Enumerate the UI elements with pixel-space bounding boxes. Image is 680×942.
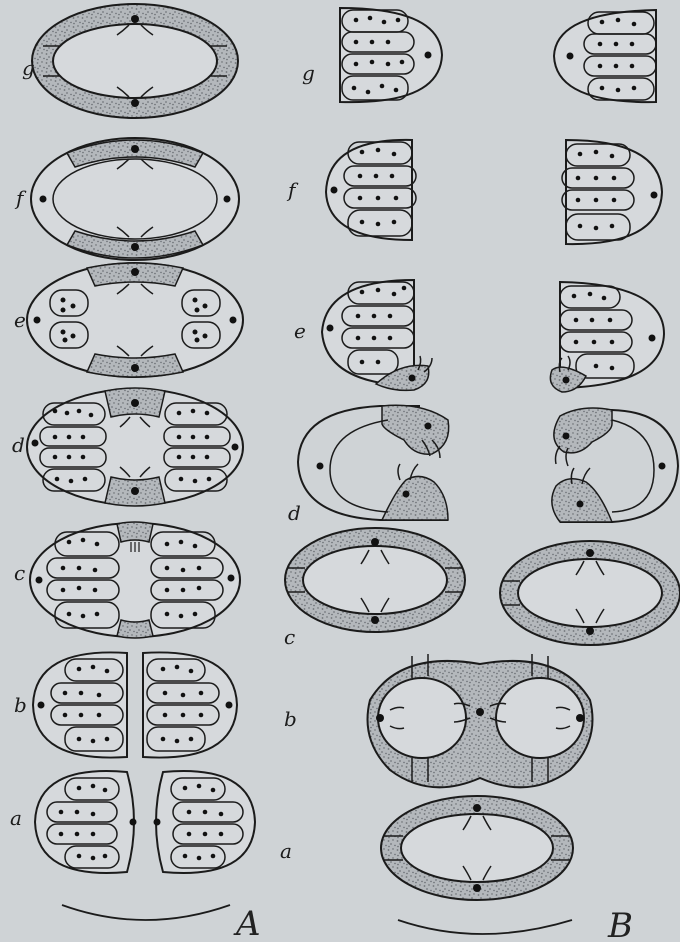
column-b-caption: B bbox=[607, 906, 633, 942]
stage-b-e-cell bbox=[322, 280, 664, 392]
stage-label-a-e: e bbox=[14, 308, 26, 332]
stage-label-b-f: f bbox=[286, 178, 299, 202]
stage-label-b-a: a bbox=[280, 839, 292, 863]
stage-label-a-c: c bbox=[14, 561, 25, 585]
column-b-arc bbox=[398, 920, 572, 934]
stage-a-b-cell bbox=[33, 652, 237, 757]
stage-a-d-cell bbox=[27, 388, 243, 506]
stage-label-b-c: c bbox=[284, 625, 295, 649]
stage-b-g-cell bbox=[340, 8, 656, 102]
stage-b-c-cell-right bbox=[500, 541, 680, 645]
stage-label-b-d: d bbox=[288, 501, 301, 525]
column-a-caption: A bbox=[233, 904, 261, 942]
column-a-arc bbox=[62, 905, 230, 920]
stage-b-b-cell bbox=[368, 654, 593, 787]
stage-label-a-d: d bbox=[12, 433, 25, 457]
stage-label-b-b: b bbox=[284, 707, 297, 731]
stage-a-e-cell bbox=[27, 263, 243, 377]
stage-b-a-cell bbox=[381, 796, 573, 900]
stage-label-a-b: b bbox=[14, 693, 27, 717]
stage-label-a-a: a bbox=[10, 806, 22, 830]
stage-b-f-cell bbox=[326, 140, 662, 244]
stage-label-b-e: e bbox=[294, 319, 306, 343]
stage-b-c-cell-left bbox=[285, 528, 465, 632]
stage-a-c-cell bbox=[30, 522, 240, 638]
stage-a-a-cell bbox=[35, 771, 255, 873]
stage-b-d-cell bbox=[298, 405, 678, 522]
stage-a-g-cell bbox=[32, 4, 238, 118]
stage-label-a-g: g bbox=[22, 56, 35, 80]
stage-a-f-cell bbox=[31, 138, 239, 260]
stage-label-a-f: f bbox=[14, 186, 27, 210]
stage-label-b-g: g bbox=[302, 61, 315, 85]
